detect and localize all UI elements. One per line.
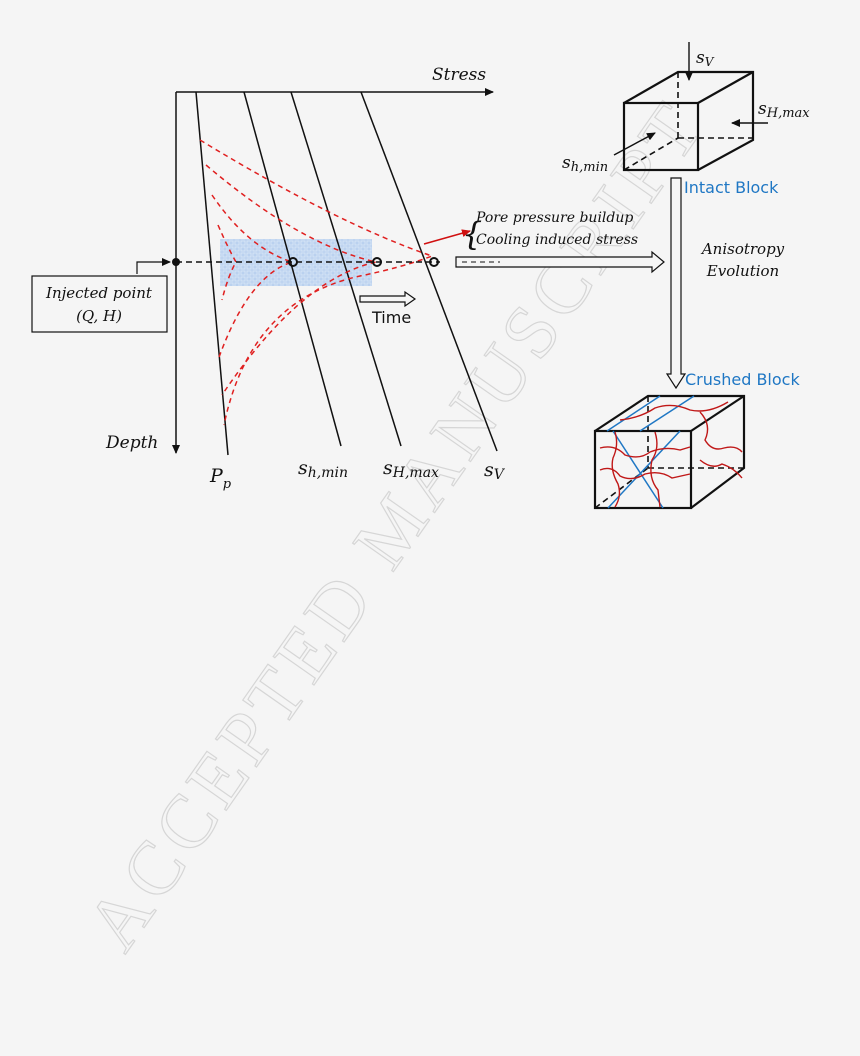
injected-point-label: Injected point	[45, 284, 153, 302]
injected-point-params: (Q, H)	[76, 307, 122, 325]
sHmax-line	[290, 91, 402, 447]
sHmax-label: sH,max	[383, 457, 439, 481]
time-label: Time	[371, 308, 411, 327]
front-3	[205, 164, 377, 396]
front-1	[217, 224, 237, 301]
stress-lines	[195, 91, 498, 456]
injected-point-hook-arrow	[136, 258, 171, 274]
shmin-line	[243, 91, 342, 447]
effect-pore-pressure: Pore pressure buildup	[475, 210, 633, 226]
sV-line	[360, 91, 498, 452]
intact-block	[622, 70, 755, 172]
intact-shmin-label: sh,min	[562, 153, 608, 175]
effects-pointer-arrow	[423, 229, 471, 245]
shmin-label: sh,min	[298, 457, 348, 481]
time-hollow-arrow	[359, 290, 417, 308]
intact-sHmax-label: sH,max	[758, 99, 810, 121]
stress-axis-label: Stress	[432, 65, 486, 85]
effect-cooling-stress: Cooling induced stress	[476, 232, 638, 248]
crushed-block-fractures-red	[599, 401, 743, 508]
pressure-fronts	[199, 139, 435, 426]
intact-sv-label: sV	[696, 48, 715, 69]
sV-label: sV	[484, 459, 506, 483]
pp-line	[195, 91, 229, 456]
front-marker-2	[372, 257, 382, 267]
injected-point-box	[31, 275, 168, 333]
crushed-block-label: Crushed Block	[685, 370, 800, 389]
intact-shmin-arrow	[613, 132, 656, 156]
anisotropy-label: Anisotropy	[700, 240, 785, 258]
axes	[172, 88, 494, 454]
evolution-label: Evolution	[706, 262, 779, 280]
effects-brace: {	[462, 215, 482, 253]
pp-label: Pp	[209, 465, 232, 492]
evolution-hollow-arrow	[665, 177, 687, 390]
front-2	[211, 194, 295, 361]
front-4	[199, 139, 435, 426]
injection-point-dot	[172, 258, 180, 266]
depth-axis-label: Depth	[105, 433, 158, 453]
front-marker-3	[429, 257, 439, 267]
intact-block-label: Intact Block	[684, 178, 779, 197]
crushed-block	[593, 394, 746, 510]
front-marker-1	[288, 257, 298, 267]
outflow-hollow-arrow	[455, 250, 665, 274]
